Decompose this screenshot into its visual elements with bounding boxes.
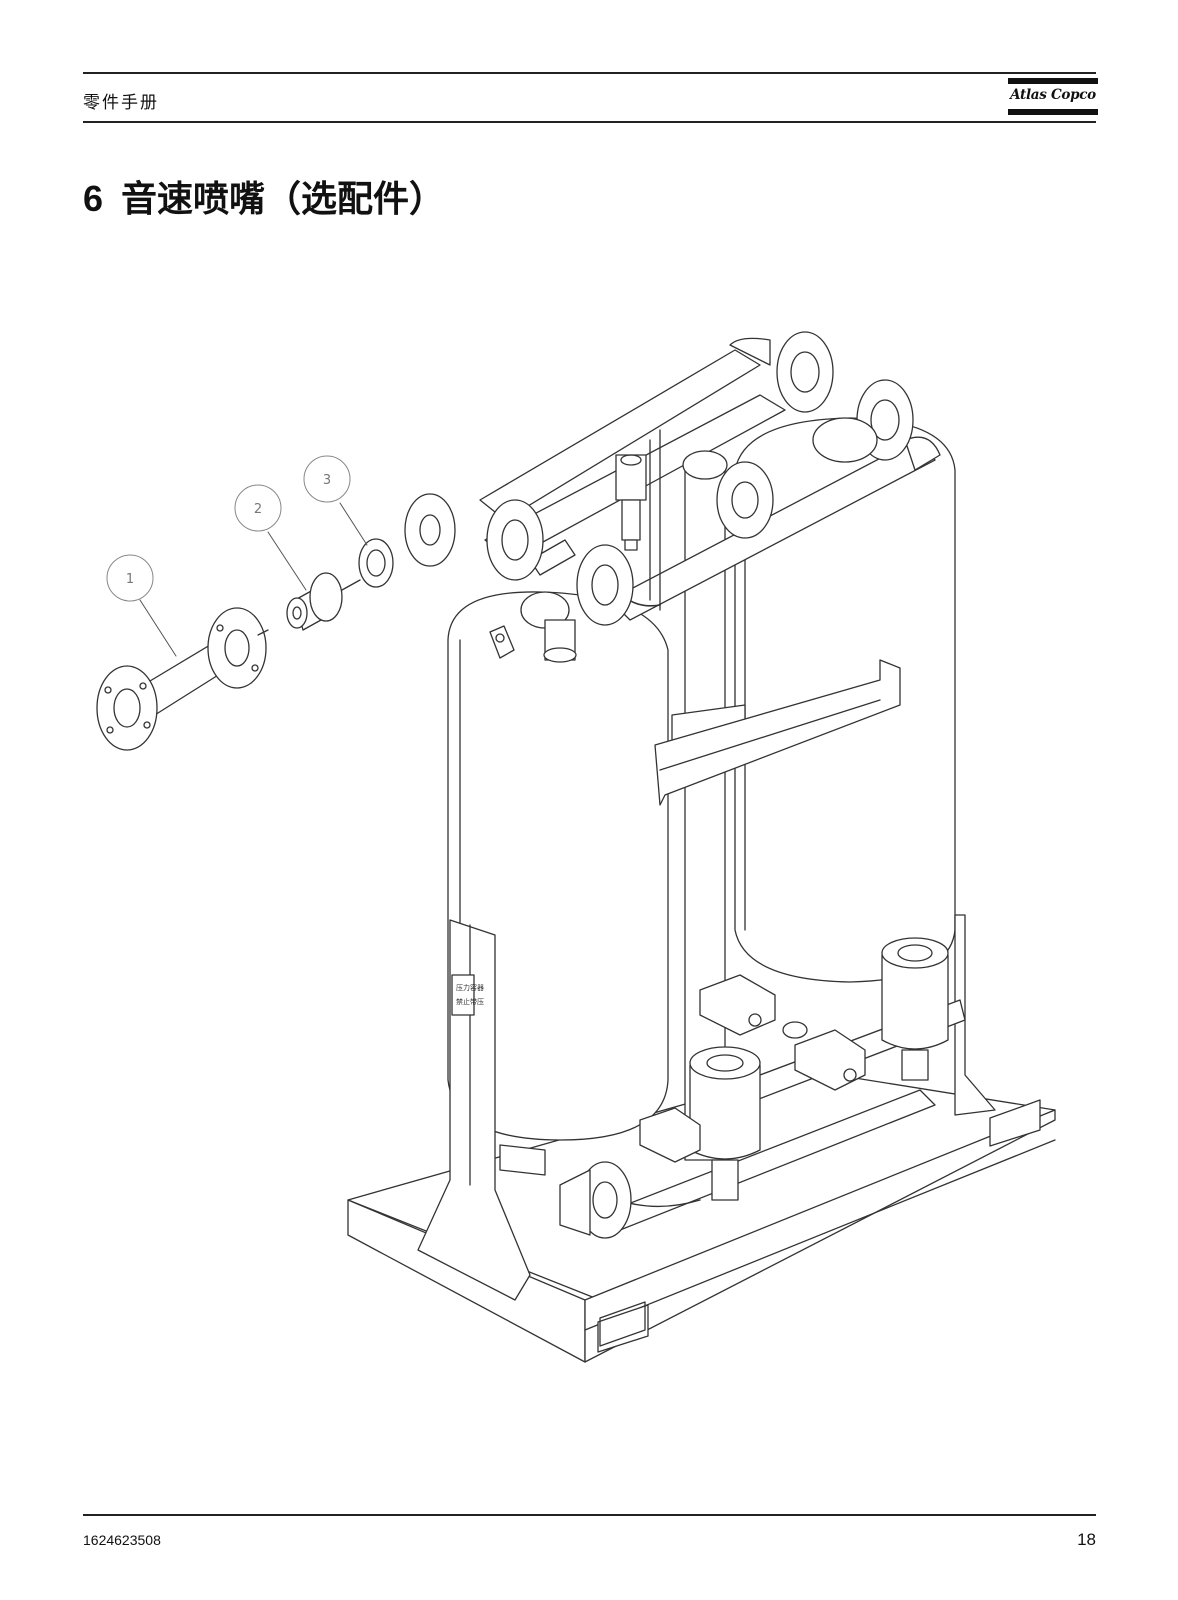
logo-text: Atlas Copco: [1010, 87, 1096, 103]
header-bottom-rule: [83, 121, 1096, 123]
manifold-flanges: [404, 331, 914, 663]
warning-label-line-2: 禁止带压: [456, 997, 484, 1006]
callout-circle-3: [303, 455, 351, 503]
logo-top-bar: [1008, 78, 1098, 84]
silencer-left: [689, 1046, 761, 1201]
callout-leaders: [139, 502, 368, 657]
section-heading: 6 音速喷嘴（选配件）: [83, 170, 445, 222]
callout-circle-2: [234, 484, 282, 532]
header-title: 零件手册: [83, 93, 159, 113]
support-legs: 压力容器 禁止带压: [417, 914, 996, 1301]
solenoid-valves: [639, 974, 866, 1163]
logo-bottom-bar: [1008, 109, 1098, 115]
part-1-flanged-spool: [96, 607, 269, 751]
filter-regulator: [615, 429, 728, 611]
page-number: 18: [1077, 1530, 1096, 1549]
callout-circle-1: [106, 554, 154, 602]
callout-label-1: 1: [126, 572, 134, 587]
section-title: 音速喷嘴（选配件）: [121, 179, 446, 220]
part-2-sonic-nozzle: [286, 572, 361, 631]
callout-label-2: 2: [254, 502, 262, 517]
silencer-right: [881, 937, 949, 1081]
atlas-copco-logo: Atlas Copco: [1008, 74, 1098, 120]
header-top-rule: [83, 72, 1096, 74]
section-number: 6: [83, 178, 104, 219]
callout-label-3: 3: [323, 473, 331, 488]
warning-label-line-1: 压力容器: [456, 983, 484, 992]
footer-rule: [83, 1514, 1096, 1516]
part-3-gasket: [358, 538, 394, 588]
document-number: 1624623508: [83, 1532, 161, 1548]
